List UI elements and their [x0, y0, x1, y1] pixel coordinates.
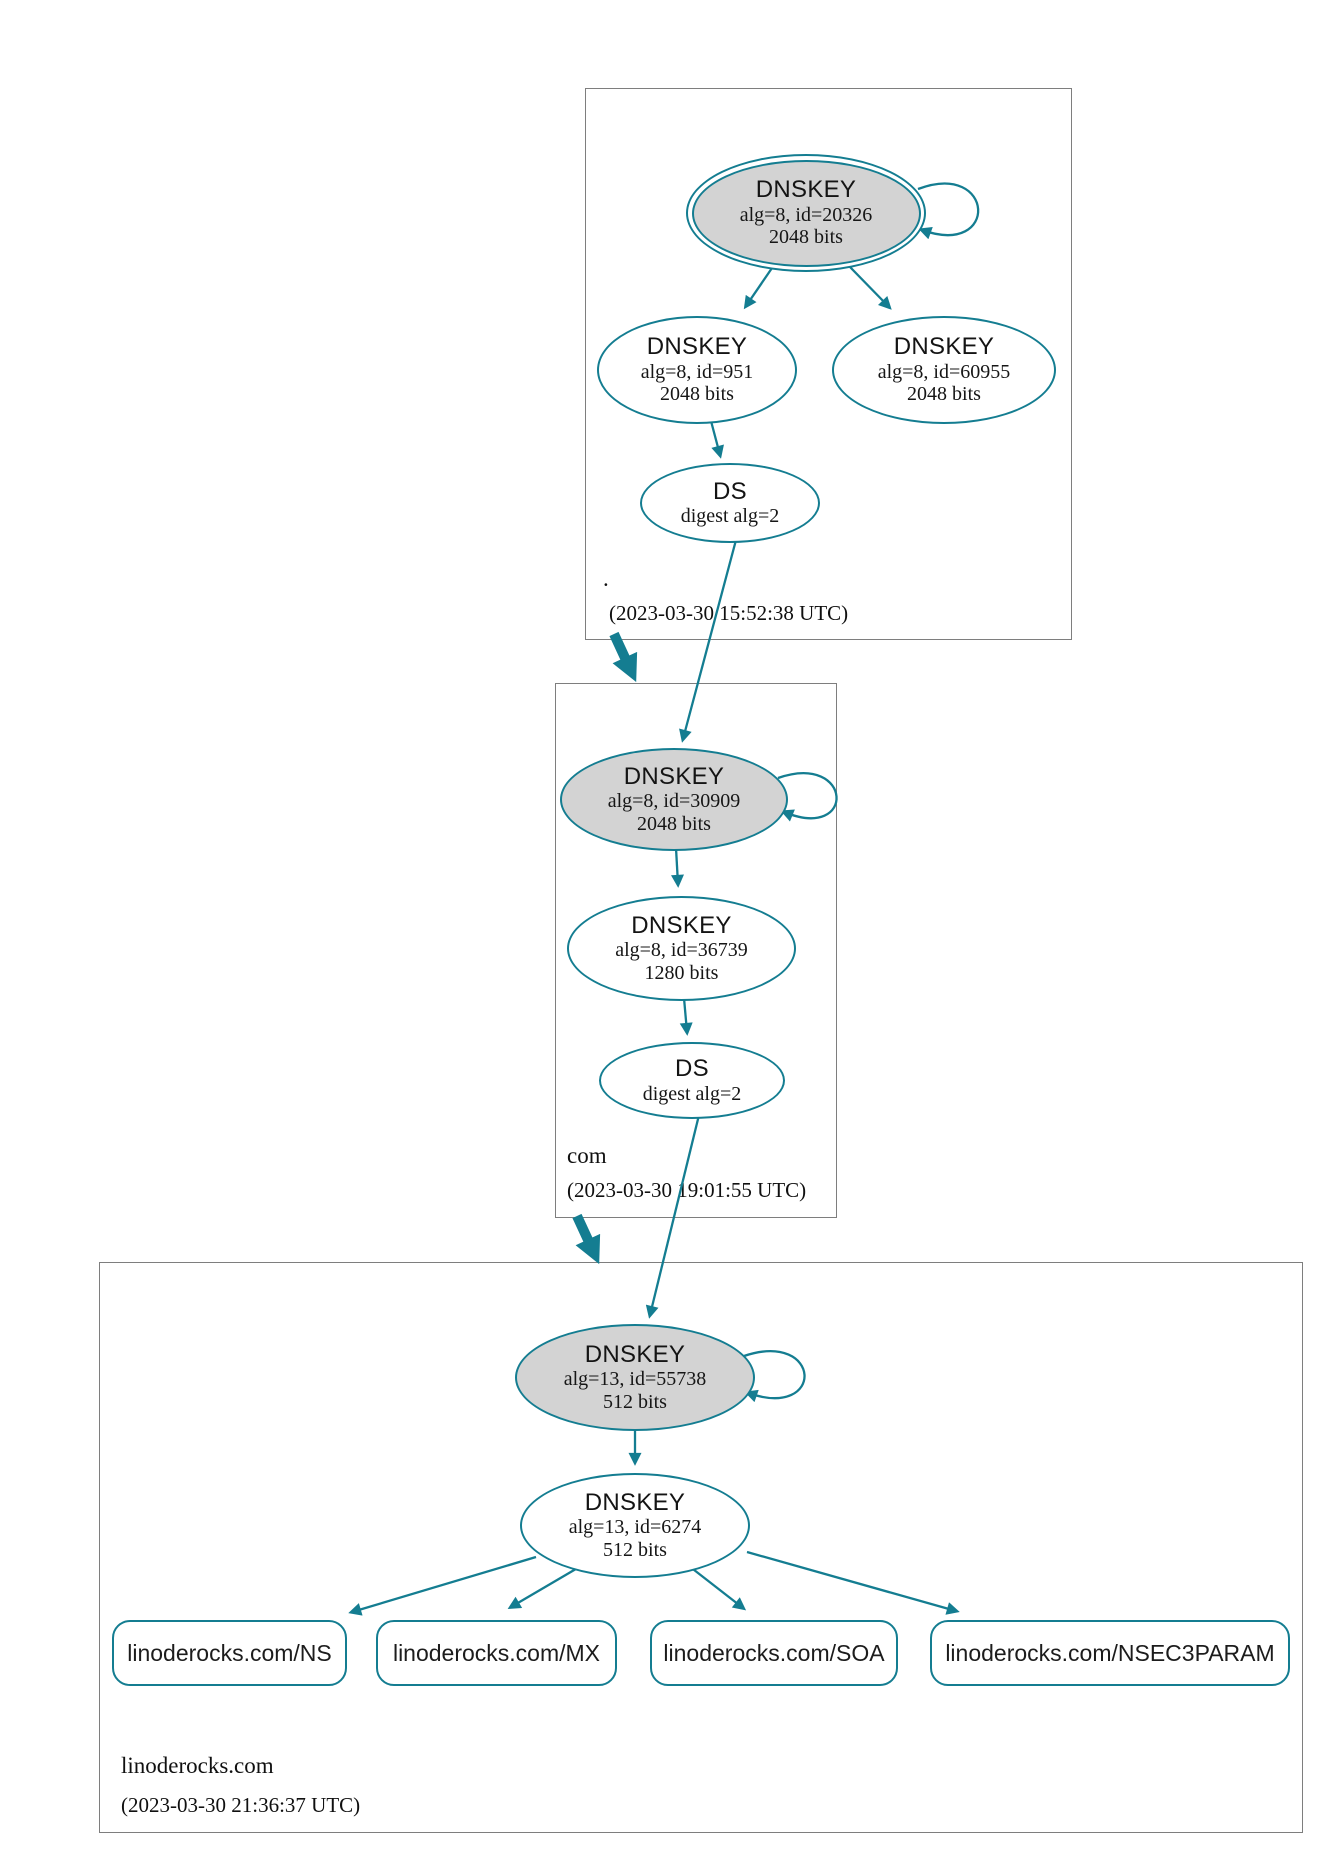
- node-detail: 512 bits: [603, 1390, 667, 1413]
- zone-timestamp-root: (2023-03-30 15:52:38 UTC): [609, 601, 849, 625]
- zone-timestamp-linoderocks: (2023-03-30 21:36:37 UTC): [121, 1793, 361, 1817]
- rrset-linoderocks-ns[interactable]: linoderocks.com/NS: [112, 1620, 347, 1686]
- zone-timestamp-com: (2023-03-30 19:01:55 UTC): [567, 1178, 807, 1202]
- root-ksk-dnskey-node[interactable]: DNSKEY alg=8, id=20326 2048 bits: [686, 154, 926, 272]
- com-ds-node[interactable]: DS digest alg=2: [599, 1042, 785, 1119]
- node-detail: 512 bits: [603, 1538, 667, 1561]
- lino-ksk-dnskey-node[interactable]: DNSKEY alg=13, id=55738 512 bits: [515, 1324, 755, 1431]
- zone-label-linoderocks: linoderocks.com: [121, 1753, 274, 1778]
- edge-delegation-com-to-lino: [572, 1213, 601, 1265]
- node-detail: alg=13, id=6274: [568, 1516, 702, 1539]
- node-title: DS: [713, 477, 747, 505]
- node-title: DNSKEY: [646, 333, 748, 361]
- com-ksk-dnskey-node[interactable]: DNSKEY alg=8, id=30909 2048 bits: [560, 748, 788, 851]
- node-title: DNSKEY: [755, 176, 857, 204]
- node-title: DNSKEY: [584, 1488, 686, 1516]
- rrset-linoderocks-soa[interactable]: linoderocks.com/SOA: [650, 1620, 898, 1686]
- node-detail: digest alg=2: [642, 1082, 742, 1105]
- rrset-linoderocks-nsec3param[interactable]: linoderocks.com/NSEC3PARAM: [930, 1620, 1290, 1686]
- node-detail: 2048 bits: [769, 226, 843, 249]
- node-detail: digest alg=2: [680, 505, 780, 527]
- root-ds-node[interactable]: DS digest alg=2: [640, 463, 820, 543]
- zone-label-root: .: [603, 566, 609, 591]
- node-detail: alg=8, id=60955: [877, 360, 1011, 383]
- node-title: DS: [675, 1055, 709, 1083]
- node-title: DNSKEY: [623, 762, 725, 790]
- zone-label-com: com: [567, 1143, 607, 1168]
- node-detail: 2048 bits: [907, 383, 981, 406]
- node-title: DNSKEY: [584, 1340, 686, 1368]
- node-detail: 1280 bits: [644, 961, 719, 984]
- node-detail: alg=13, id=55738: [563, 1368, 707, 1391]
- com-zsk-dnskey-node[interactable]: DNSKEY alg=8, id=36739 1280 bits: [567, 896, 796, 1001]
- root-zsk951-dnskey-node[interactable]: DNSKEY alg=8, id=951 2048 bits: [597, 316, 797, 424]
- node-detail: alg=8, id=36739: [615, 939, 748, 962]
- root-zsk60955-dnskey-node[interactable]: DNSKEY alg=8, id=60955 2048 bits: [832, 316, 1056, 424]
- node-detail: alg=8, id=20326: [739, 203, 873, 226]
- node-detail: 2048 bits: [660, 383, 734, 406]
- rrset-linoderocks-mx[interactable]: linoderocks.com/MX: [376, 1620, 617, 1686]
- root-ksk-inner-ellipse: DNSKEY alg=8, id=20326 2048 bits: [691, 159, 921, 267]
- node-detail: alg=8, id=951: [640, 360, 754, 383]
- node-title: DNSKEY: [631, 911, 732, 939]
- node-detail: 2048 bits: [637, 812, 711, 835]
- node-detail: alg=8, id=30909: [607, 790, 741, 813]
- node-title: DNSKEY: [893, 333, 995, 361]
- lino-zsk-dnskey-node[interactable]: DNSKEY alg=13, id=6274 512 bits: [520, 1473, 750, 1578]
